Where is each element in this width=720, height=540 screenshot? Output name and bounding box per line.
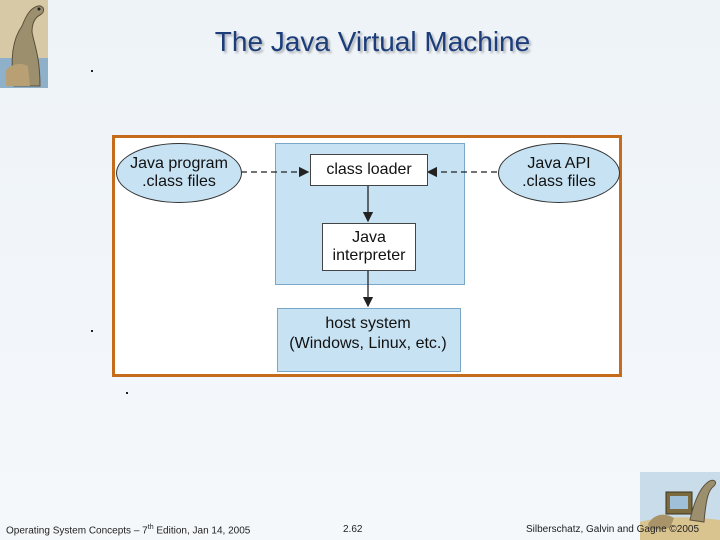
java-api-sublabel: .class files	[522, 173, 596, 190]
interpreter-line2: interpreter	[332, 247, 406, 264]
footer-copyright: Silberschatz, Galvin and Gagne ©2005	[526, 524, 700, 535]
host-system-label: host system (Windows, Linux, etc.)	[277, 314, 459, 354]
java-api-label: Java API	[527, 155, 591, 172]
dinosaur-computer-icon	[640, 472, 720, 540]
slide-title: The Java Virtual Machine	[214, 26, 531, 57]
footer-course-info: Operating System Concepts – 7th Edition,…	[6, 524, 251, 537]
dinosaur-logo-icon	[0, 0, 48, 88]
host-system-line1: host system	[325, 315, 411, 332]
class-loader-box: class loader	[310, 154, 428, 186]
host-system-line2: (Windows, Linux, etc.)	[289, 335, 447, 352]
jvm-diagram: Java program .class files Java API .clas…	[112, 135, 622, 377]
class-loader-label: class loader	[326, 161, 412, 178]
java-program-class-files-node: Java program .class files	[116, 143, 242, 203]
java-api-class-files-node: Java API .class files	[498, 143, 620, 203]
java-program-sublabel: .class files	[142, 173, 216, 190]
java-interpreter-box: Java interpreter	[322, 223, 416, 271]
host-system-panel	[277, 308, 461, 372]
interpreter-line1: Java	[352, 229, 386, 246]
java-program-label: Java program	[130, 155, 228, 172]
footer-page-number: 2.62	[343, 524, 363, 535]
diagram-arrows	[241, 166, 497, 308]
